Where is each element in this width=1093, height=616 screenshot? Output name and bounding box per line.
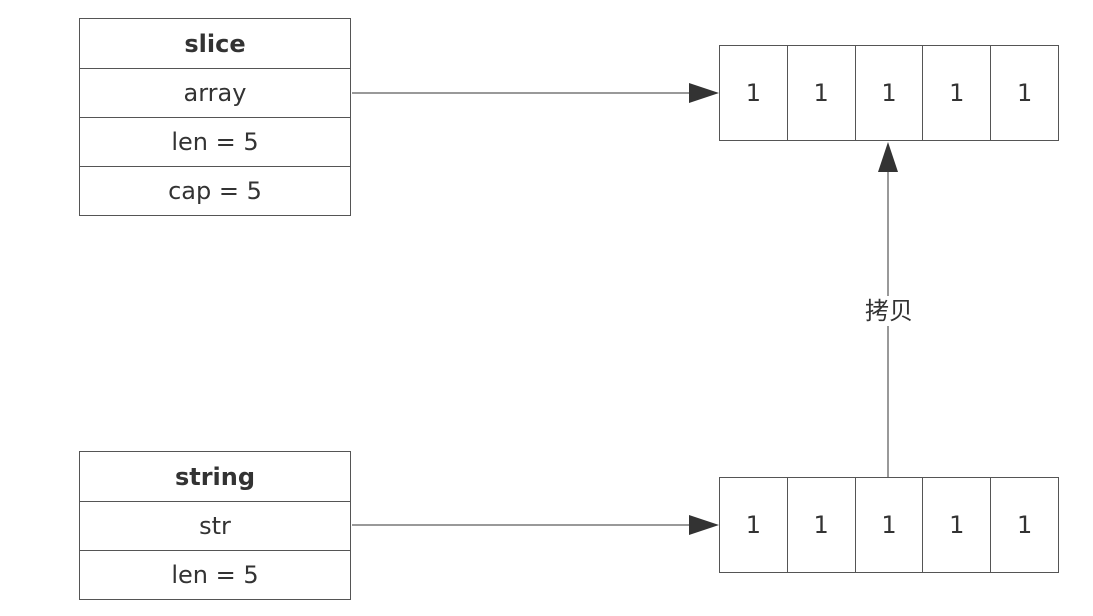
string-str-arrowhead	[689, 515, 719, 535]
string-array-cell: 1	[990, 478, 1058, 572]
string-title: string	[174, 462, 256, 491]
slice-backing-array: 1 1 1 1 1	[719, 45, 1059, 141]
string-array-cell: 1	[786, 478, 855, 572]
slice-field-cap: cap = 5	[80, 166, 350, 215]
slice-field-array: array	[80, 68, 350, 117]
slice-array-cell: 1	[990, 46, 1058, 140]
string-array-cell: 1	[854, 478, 923, 572]
string-field-str: str	[80, 501, 350, 550]
string-backing-array: 1 1 1 1 1	[719, 477, 1059, 573]
slice-struct-box: slice array len = 5 cap = 5	[79, 18, 351, 216]
slice-array-arrowhead	[689, 83, 719, 103]
slice-field-len: len = 5	[80, 117, 350, 166]
string-array-cell: 1	[922, 478, 990, 572]
slice-array-cell: 1	[854, 46, 923, 140]
copy-label: 拷贝	[852, 296, 926, 326]
string-array-cell: 1	[745, 511, 762, 539]
slice-array-cell: 1	[922, 46, 990, 140]
string-field-len: len = 5	[80, 550, 350, 599]
string-struct-box: string str len = 5	[79, 451, 351, 600]
copy-arrowhead	[878, 142, 898, 172]
slice-title: slice	[184, 29, 246, 58]
slice-array-cell: 1	[786, 46, 855, 140]
slice-array-cell: 1	[745, 79, 762, 107]
